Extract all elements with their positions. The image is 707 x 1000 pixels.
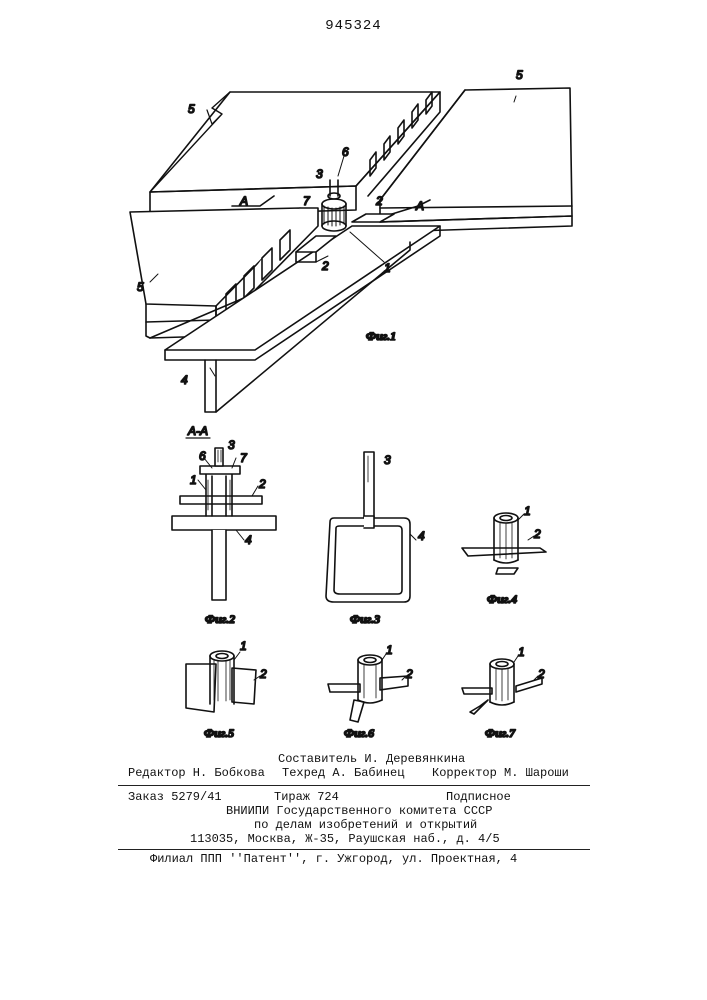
- divider-top: [118, 785, 590, 786]
- corrector-line: Корректор М. Шароши: [432, 766, 569, 780]
- techred-line: Техред А. Бабинец: [282, 766, 404, 780]
- divider-bottom: [118, 849, 590, 850]
- compiler-line: Составитель И. Деревянкина: [278, 752, 465, 766]
- order-line: Заказ 5279/41: [128, 790, 222, 804]
- org-line-2: по делам изобретений и открытий: [254, 818, 477, 832]
- org-line-1: ВНИИПИ Государственного комитета СССР: [226, 804, 492, 818]
- circulation-line: Тираж 724: [274, 790, 339, 804]
- branch-line: Филиал ППП ''Патент'', г. Ужгород, ул. П…: [150, 852, 517, 866]
- editor-line: Редактор Н. Бобкова: [128, 766, 265, 780]
- subscription-line: Подписное: [446, 790, 511, 804]
- address-line: 113035, Москва, Ж-35, Раушская наб., д. …: [190, 832, 500, 846]
